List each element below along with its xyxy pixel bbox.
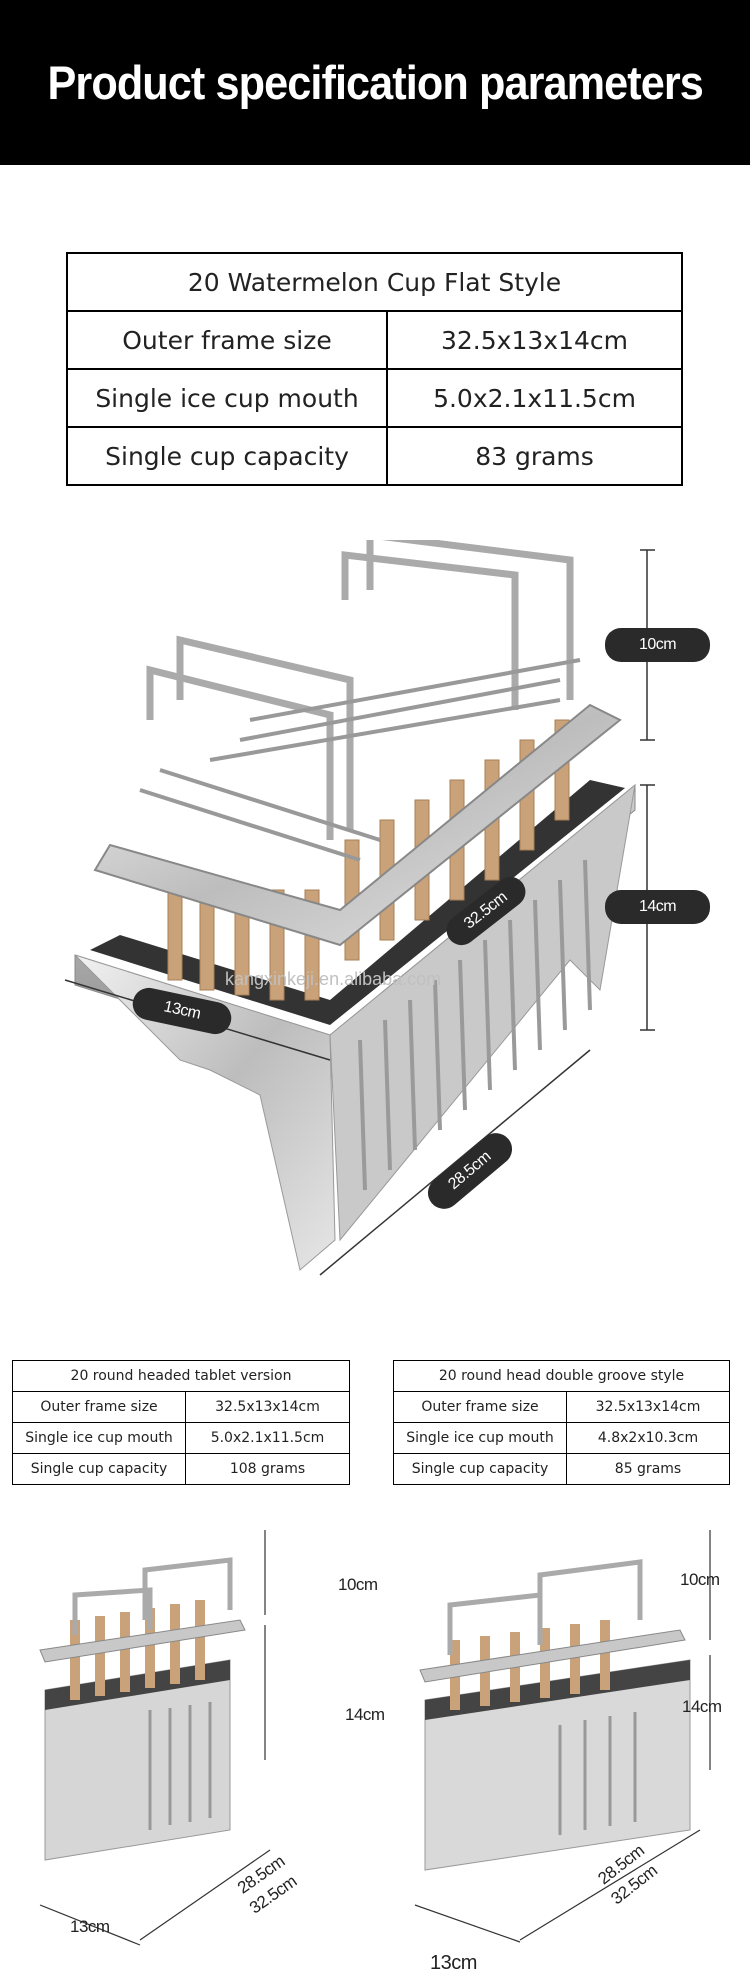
row-value: 32.5x13x14cm <box>566 1391 730 1423</box>
main-product-photo: kangxinkeji.en.alibaba.com <box>0 531 750 1310</box>
row-value: 85 grams <box>566 1453 730 1485</box>
table-row: 20 round head double groove style <box>393 1360 730 1392</box>
left-dim-w: 13cm <box>70 1917 110 1936</box>
row-label: Single ice cup mouth <box>393 1422 567 1454</box>
popsicle-mold-illustration: kangxinkeji.en.alibaba.com <box>64 531 655 1276</box>
right-spec-table: 20 round head double groove style Outer … <box>393 1360 730 1485</box>
left-product-photo <box>30 1530 370 1970</box>
page-title: Product specification parameters <box>47 56 703 109</box>
table-row: Outer frame size 32.5x13x14cm <box>393 1391 730 1423</box>
row-label: Outer frame size <box>12 1391 186 1423</box>
row-value: 4.8x2x10.3cm <box>566 1422 730 1454</box>
table-title: 20 round headed tablet version <box>12 1360 350 1392</box>
table-row: Single ice cup mouth 4.8x2x10.3cm <box>393 1422 730 1454</box>
table-row: Outer frame size 32.5x13x14cm <box>66 310 683 370</box>
right-dim-w: 13cm <box>430 1952 477 1974</box>
row-label: Single ice cup mouth <box>12 1422 186 1454</box>
row-value: 32.5x13x14cm <box>185 1391 350 1423</box>
header-banner: Product specification parameters <box>0 0 750 165</box>
row-value: 83 grams <box>386 426 683 486</box>
table-row: 20 Watermelon Cup Flat Style <box>66 252 683 312</box>
table-row: Outer frame size 32.5x13x14cm <box>12 1391 350 1423</box>
row-label: Single cup capacity <box>66 426 388 486</box>
main-spec-table: 20 Watermelon Cup Flat Style Outer frame… <box>66 252 683 486</box>
row-label: Outer frame size <box>393 1391 567 1423</box>
row-label: Single ice cup mouth <box>66 368 388 428</box>
row-value: 5.0x2.1x11.5cm <box>386 368 683 428</box>
left-dim-h1: 10cm <box>338 1575 378 1594</box>
dim-height-handle: 10cm <box>605 628 710 662</box>
table-row: Single cup capacity 85 grams <box>393 1453 730 1485</box>
right-product-photo <box>410 1530 740 1970</box>
row-value: 32.5x13x14cm <box>386 310 683 370</box>
left-dim-h2: 14cm <box>345 1705 385 1724</box>
row-value: 108 grams <box>185 1453 350 1485</box>
table-title: 20 Watermelon Cup Flat Style <box>66 252 683 312</box>
table-row: Single ice cup mouth 5.0x2.1x11.5cm <box>12 1422 350 1454</box>
row-label: Single cup capacity <box>393 1453 567 1485</box>
table-title: 20 round head double groove style <box>393 1360 730 1392</box>
popsicle-mold-illustration <box>414 1530 711 1943</box>
table-row: Single ice cup mouth 5.0x2.1x11.5cm <box>66 368 683 428</box>
table-row: Single cup capacity 108 grams <box>12 1453 350 1485</box>
popsicle-mold-illustration <box>39 1530 271 1946</box>
right-dim-h1: 10cm <box>680 1570 720 1589</box>
table-row: 20 round headed tablet version <box>12 1360 350 1392</box>
right-dim-h2: 14cm <box>682 1697 722 1716</box>
table-row: Single cup capacity 83 grams <box>66 426 683 486</box>
row-label: Outer frame size <box>66 310 388 370</box>
left-spec-table: 20 round headed tablet version Outer fra… <box>12 1360 350 1485</box>
row-label: Single cup capacity <box>12 1453 186 1485</box>
row-value: 5.0x2.1x11.5cm <box>185 1422 350 1454</box>
dim-height-body: 14cm <box>605 890 710 924</box>
watermark-text: kangxinkeji.en.alibaba.com <box>225 969 441 989</box>
